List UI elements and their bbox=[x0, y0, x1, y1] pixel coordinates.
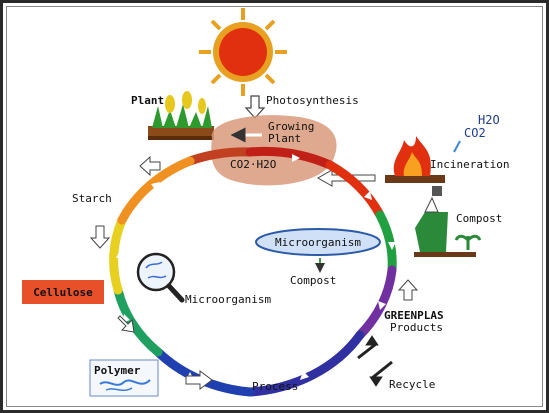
down-arrow-icon bbox=[89, 225, 111, 249]
compost-bin-icon bbox=[414, 186, 482, 257]
starch-label: Starch bbox=[72, 192, 112, 205]
growing-plant-label-line2: Plant bbox=[268, 132, 301, 145]
h2o-label: H2O bbox=[478, 113, 500, 127]
polymer-label: Polymer bbox=[94, 364, 141, 377]
incineration-label: Incineration bbox=[430, 158, 509, 171]
recycle-arrows-icon bbox=[357, 335, 393, 387]
cellulose-label: Cellulose bbox=[33, 286, 93, 299]
sun-icon bbox=[199, 8, 287, 96]
up-arrow-icon bbox=[453, 140, 461, 153]
photosynthesis-label: Photosynthesis bbox=[266, 94, 359, 107]
compost-center-label: Compost bbox=[290, 274, 336, 287]
left-arrow-icon bbox=[139, 155, 161, 177]
growing-plant-label-line1: Growing bbox=[268, 120, 314, 133]
greenplas-label: GREENPLAS bbox=[384, 309, 444, 322]
microorganism-oval bbox=[255, 228, 381, 256]
plant-label: Plant bbox=[131, 94, 164, 107]
photosynthesis-arrow bbox=[244, 95, 266, 119]
products-label: Products bbox=[390, 321, 443, 334]
recycle-label: Recycle bbox=[389, 378, 435, 391]
process-label: Process bbox=[252, 380, 298, 393]
co2-h2o-label: CO2·H2O bbox=[230, 158, 276, 171]
cellulose-box bbox=[22, 280, 104, 304]
magnifier-icon bbox=[136, 252, 185, 303]
fire-icon bbox=[385, 136, 445, 183]
diag-arrow-icon bbox=[117, 315, 135, 333]
microorganism-left-label: Microorganism bbox=[185, 293, 271, 306]
compost-right-label: Compost bbox=[456, 212, 502, 225]
co2-label: CO2 bbox=[464, 126, 486, 140]
microorganism-oval-label: Microorganism bbox=[275, 236, 361, 249]
plant-icon bbox=[148, 91, 214, 140]
right-arrow-icon bbox=[185, 370, 213, 390]
up-arrow-products-icon bbox=[397, 279, 419, 301]
